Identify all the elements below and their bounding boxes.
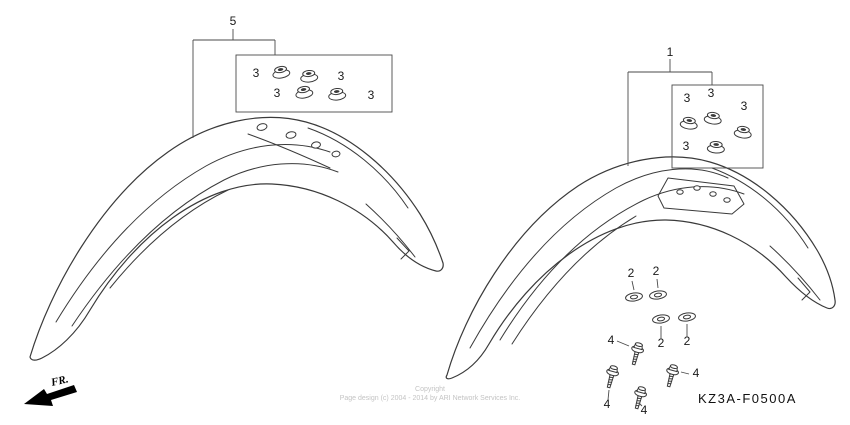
callout-5-leader <box>192 29 276 138</box>
grommet-part <box>271 64 291 80</box>
washer-part <box>648 289 668 301</box>
callout-2: 2 <box>684 334 691 348</box>
grommet-part <box>703 110 723 126</box>
grommet-part <box>327 87 347 102</box>
grommet-part <box>679 115 699 131</box>
callout-1: 1 <box>667 45 674 59</box>
callout-3: 3 <box>274 86 281 100</box>
fr-direction-label: FR. <box>49 373 70 389</box>
callout-3: 3 <box>253 66 260 80</box>
callout-4: 4 <box>641 403 648 417</box>
callout-2: 2 <box>658 336 665 350</box>
callout-3: 3 <box>741 99 748 113</box>
callout-3: 3 <box>684 91 691 105</box>
callout-5: 5 <box>230 14 237 28</box>
mount-hole <box>256 123 268 131</box>
grommet-part <box>706 140 726 155</box>
bolt-part <box>602 363 621 390</box>
watermark-line-1: Copyright <box>415 386 445 393</box>
front-fender-right-rear-detail <box>769 245 821 301</box>
mount-hole <box>285 131 297 139</box>
grommet-group-box-left <box>235 54 393 113</box>
front-fender-right-ridges <box>469 167 809 349</box>
bolt-part <box>627 340 646 367</box>
front-fender-right-outline <box>445 156 836 380</box>
mount-hole <box>723 197 731 203</box>
grommet-part <box>299 69 319 84</box>
washer-part <box>624 291 644 303</box>
callout-4-leaders <box>607 340 690 407</box>
callout-3: 3 <box>368 88 375 102</box>
callout-4: 4 <box>604 397 611 411</box>
front-fender-left-rear-detail <box>365 203 416 260</box>
washer-part <box>677 311 697 323</box>
front-fender-left-mount-line <box>247 133 331 169</box>
callout-1-leader <box>627 59 713 166</box>
mount-hole <box>676 189 684 195</box>
callout-3: 3 <box>338 69 345 83</box>
callout-3: 3 <box>708 86 715 100</box>
mount-hole <box>693 185 701 191</box>
callout-4: 4 <box>693 366 700 380</box>
callout-2-leaders <box>631 278 688 339</box>
mount-hole <box>311 141 321 149</box>
grommet-group-box-right <box>671 84 764 169</box>
washer-part <box>651 313 671 325</box>
callout-2: 2 <box>628 266 635 280</box>
callout-3: 3 <box>683 139 690 153</box>
callout-4: 4 <box>608 333 615 347</box>
bolt-part <box>662 362 681 389</box>
grommet-part <box>733 124 753 140</box>
front-fender-left-outline <box>29 116 444 361</box>
callout-2: 2 <box>653 264 660 278</box>
grommet-part <box>294 84 314 100</box>
mount-hole <box>709 191 717 197</box>
watermark-line-2: Page design (c) 2004 - 2014 by ARI Netwo… <box>340 395 521 402</box>
front-fender-left-ridges <box>55 127 409 327</box>
diagram-part-code: KZ3A-F0500A <box>698 391 797 406</box>
mount-hole <box>331 150 341 158</box>
fr-direction-arrow-icon <box>24 385 77 406</box>
front-fender-right-mount-plate <box>657 177 745 215</box>
